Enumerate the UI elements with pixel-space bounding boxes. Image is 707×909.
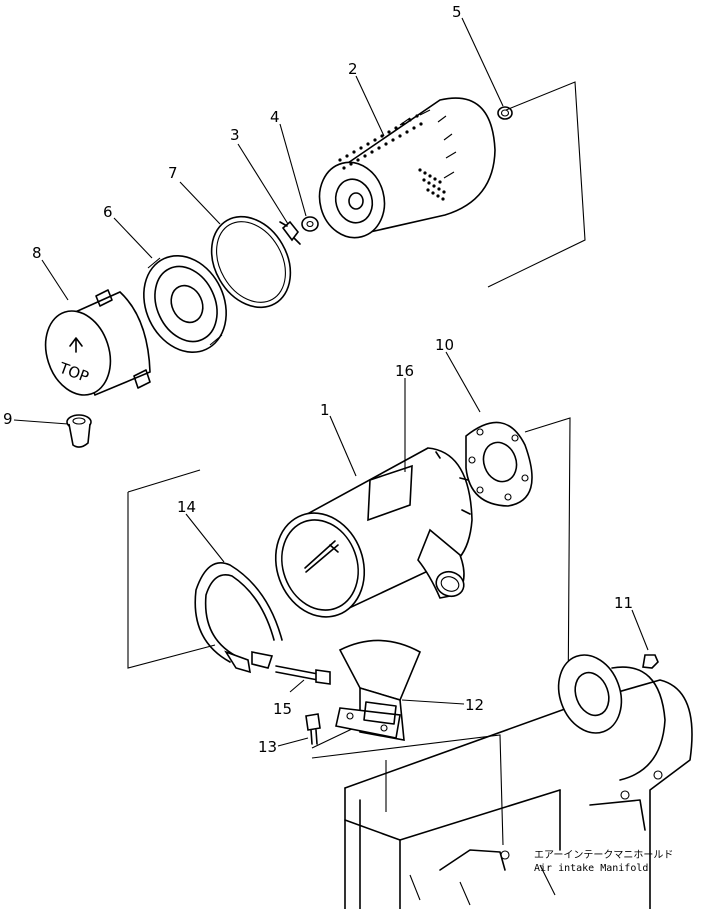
part-10-flange-gasket <box>465 421 533 507</box>
perforation-dot <box>338 158 342 162</box>
callout-leaders <box>13 17 649 747</box>
callout-11: 11 <box>614 594 633 612</box>
perforation-dot <box>366 142 370 146</box>
part-1-air-cleaner-body <box>274 447 473 618</box>
perforation-dot <box>363 154 367 158</box>
callout-2: 2 <box>348 60 358 78</box>
callout-16: 16 <box>395 362 414 380</box>
perforation-dot <box>442 190 446 194</box>
assembly-lines <box>127 81 586 846</box>
perforation-dot <box>349 162 353 166</box>
callout-12: 12 <box>465 696 484 714</box>
part-16-label-plate <box>367 464 413 522</box>
perforation-dot <box>398 134 402 138</box>
perforation-dot <box>431 191 435 195</box>
callout-numbers: 5 2 4 3 7 6 8 9 10 16 1 14 11 12 15 13 <box>3 3 633 756</box>
part-9-evacuator-valve <box>66 414 92 448</box>
perforation-dot <box>373 138 377 142</box>
perforation-dot <box>380 134 384 138</box>
perforation-dot <box>408 118 412 122</box>
perforation-dot <box>438 180 442 184</box>
callout-14: 14 <box>177 498 196 516</box>
part-12-bracket <box>335 639 422 741</box>
perforation-dot <box>427 181 431 185</box>
perforation-dot <box>432 184 436 188</box>
perforation-dot <box>352 150 356 154</box>
perforation-dot <box>441 197 445 201</box>
callout-10: 10 <box>435 336 454 354</box>
perforation-dot <box>436 194 440 198</box>
part-2-filter-element <box>318 97 496 239</box>
perforation-dot <box>412 126 416 130</box>
perforation-dot <box>415 114 419 118</box>
perforation-dot <box>405 130 409 134</box>
perforation-dot <box>342 166 346 170</box>
perforation-dot <box>391 138 395 142</box>
part-14-band-clamp <box>194 562 283 674</box>
perforation-dot <box>433 177 437 181</box>
callout-5: 5 <box>452 3 462 21</box>
perforation-dot <box>428 174 432 178</box>
callout-6: 6 <box>103 203 113 221</box>
perforation-dot <box>401 122 405 126</box>
callout-4: 4 <box>270 108 280 126</box>
perforation-dot <box>394 126 398 130</box>
air-intake-manifold <box>344 654 693 909</box>
perforation-dot <box>422 178 426 182</box>
perforation-dot <box>423 171 427 175</box>
callout-8: 8 <box>32 244 42 262</box>
part-7-gasket <box>210 215 292 309</box>
callout-3: 3 <box>230 126 240 144</box>
callout-7: 7 <box>168 164 178 182</box>
perforation-dot <box>377 146 381 150</box>
part-11-nut <box>642 654 659 669</box>
perforation-dot <box>426 188 430 192</box>
part-8-outer-cover: TOP <box>44 289 151 397</box>
perforation-dot <box>437 187 441 191</box>
perforation-dot <box>359 146 363 150</box>
perforation-dot <box>356 158 360 162</box>
manifold-label-english: Air intake Manifold <box>534 863 648 874</box>
perforation-dot <box>345 154 349 158</box>
callout-15: 15 <box>273 700 292 718</box>
perforation-dot <box>387 130 391 134</box>
part-6-inner-cover <box>143 254 227 354</box>
manifold-caption: エアーインテークマニホールド Air intake Manifold <box>534 849 673 874</box>
callout-9: 9 <box>3 410 13 428</box>
perforation-dot <box>384 142 388 146</box>
perforation-dot <box>419 122 423 126</box>
part-13-bolt <box>305 713 321 745</box>
part-3-wing-nut <box>279 220 301 245</box>
perforation-dot <box>418 168 422 172</box>
part-5-o-ring <box>497 106 513 120</box>
manifold-label-japanese: エアーインテークマニホールド <box>534 849 673 861</box>
callout-13: 13 <box>258 738 277 756</box>
callout-1: 1 <box>320 401 330 419</box>
part-4-washer <box>301 216 319 232</box>
part-15-bolt <box>275 665 331 685</box>
perforation-dot <box>370 150 374 154</box>
